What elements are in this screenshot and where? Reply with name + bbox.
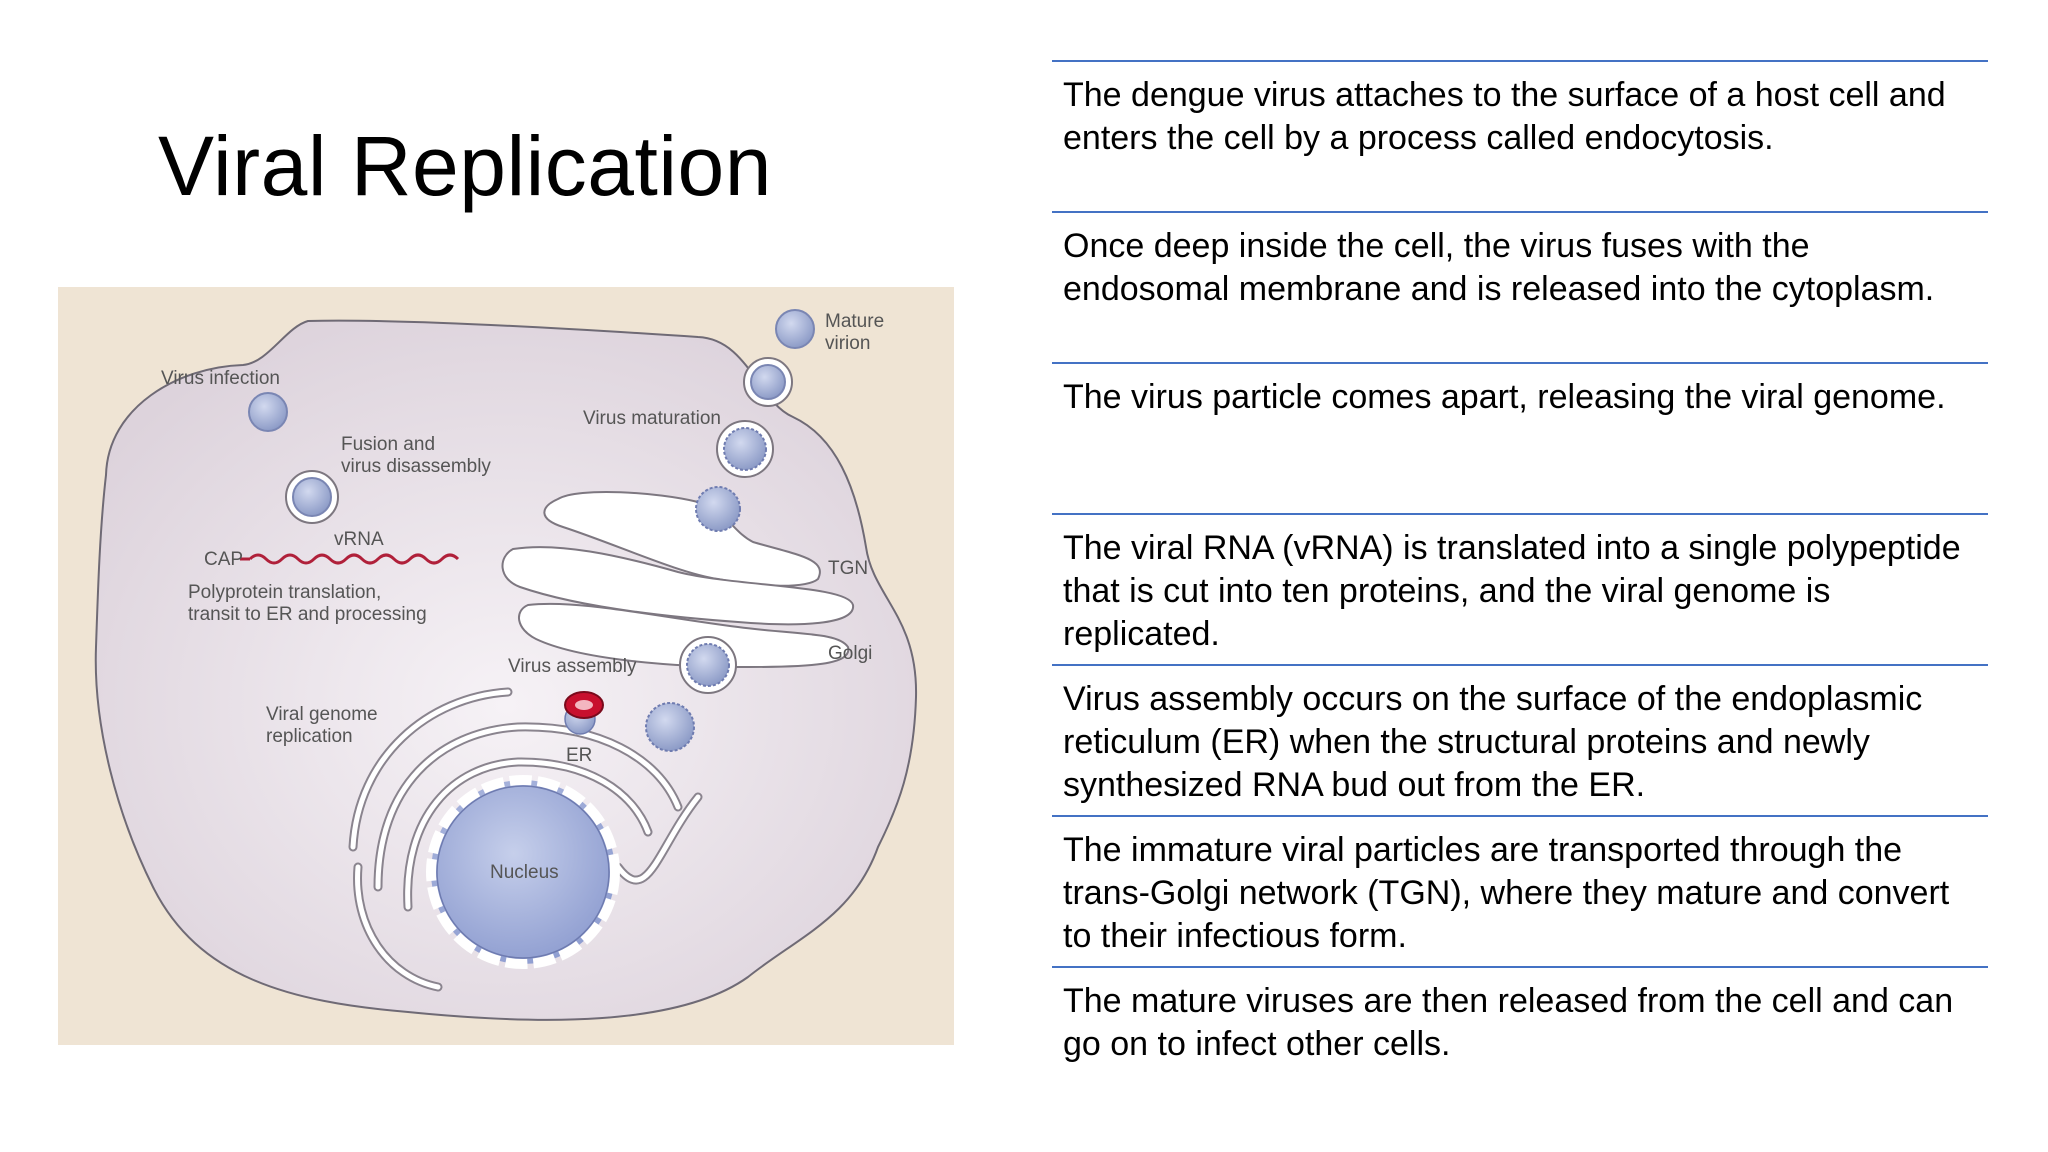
label-vrna: vRNA [334,529,384,550]
slide-title: Viral Replication [158,119,772,213]
step-row-release: The mature viruses are then released fro… [1052,966,1988,1117]
step-row-fusion: Once deep inside the cell, the virus fus… [1052,211,1988,362]
label-virus-infection: Virus infection [161,368,280,389]
step-row-attachment: The dengue virus attaches to the surface… [1052,60,1988,211]
label-genome-replication: Viral genome [266,704,378,725]
virion-maturation [716,420,774,478]
virion-infection [248,392,288,432]
step-row-translation: The viral RNA (vRNA) is translated into … [1052,513,1988,664]
nucleus [426,775,620,969]
label-nucleus: Nucleus [490,862,559,883]
label-golgi: Golgi [828,643,872,664]
virion-fusion [285,470,339,524]
label-genome-replication-2: replication [266,726,353,747]
replication-steps-table: The dengue virus attaches to the surface… [1052,60,1988,1117]
label-mature-virion-2: virion [825,333,870,354]
tgn-cisterna [543,491,821,587]
step-row-assembly: Virus assembly occurs on the surface of … [1052,664,1988,815]
virion-tgn [695,486,741,532]
label-polyprotein-2: transit to ER and processing [188,604,427,625]
virion-budding [743,357,793,407]
step-row-maturation: The immature viral particles are transpo… [1052,815,1988,966]
label-er: ER [566,745,592,766]
vrna-strand [248,553,460,565]
label-fusion-2: virus disassembly [341,456,491,477]
endoplasmic-reticulum [348,687,703,992]
mature-virion-outside [775,309,815,349]
virus-assembly-site [564,691,604,735]
virion-er-exit [645,702,695,752]
label-virus-assembly: Virus assembly [508,656,637,677]
label-fusion: Fusion and [341,434,435,455]
label-polyprotein: Polyprotein translation, [188,582,381,603]
label-mature-virion: Mature [825,311,884,332]
label-tgn: TGN [828,558,868,579]
viral-replication-diagram: Mature virion Virus infection Virus matu… [58,287,954,1045]
virion-golgi [679,636,737,694]
golgi-cisterna-1 [501,546,855,626]
label-virus-maturation: Virus maturation [583,408,721,429]
step-row-uncoating: The virus particle comes apart, releasin… [1052,362,1988,513]
golgi-cisterna-2 [518,602,850,669]
label-cap: CAP [204,549,243,570]
